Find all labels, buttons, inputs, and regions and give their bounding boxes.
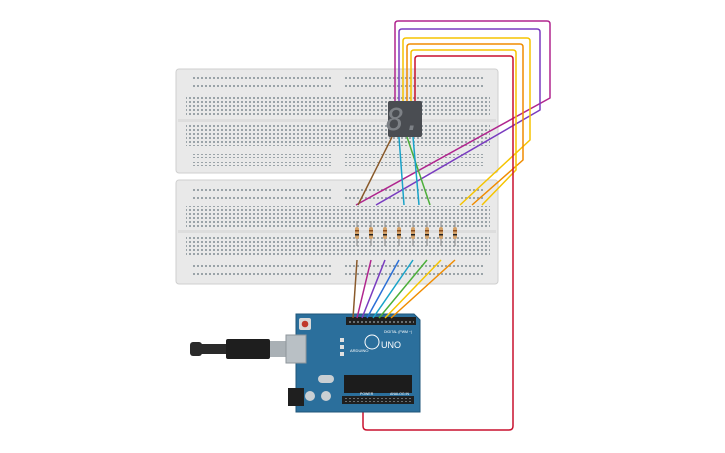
resistor-3 — [383, 221, 387, 246]
power-pins-label: POWER — [360, 392, 374, 396]
wire-magenta-low — [356, 259, 372, 319]
resistor-8 — [453, 221, 457, 246]
wires-resistor-to-arduino — [352, 259, 456, 319]
wire-brown-bottom — [357, 136, 393, 206]
resistor-5 — [411, 221, 415, 246]
breadboard-bottom — [175, 179, 499, 285]
resistor-2 — [369, 221, 373, 246]
arduino-brand-label: ARDUINO — [350, 348, 368, 353]
digital-pins-label: DIGITAL (PWM ~) — [384, 330, 412, 334]
wire-magenta-top — [355, 20, 551, 206]
wire-orange-low — [390, 259, 456, 319]
usb-cable — [190, 339, 296, 359]
wire-red-top — [362, 55, 514, 431]
wire-cyan-bottom-b — [412, 136, 420, 206]
resistor-6 — [425, 221, 429, 246]
wire-yellow-top-b — [410, 49, 517, 206]
seven-segment-display[interactable]: 8. — [386, 101, 422, 138]
wire-blue-low — [366, 259, 400, 319]
wire-purple-low — [361, 259, 386, 319]
wires-display-top — [355, 20, 551, 431]
wire-green-bottom — [406, 136, 431, 206]
resistor-4 — [397, 221, 401, 246]
wire-brown-low — [352, 259, 358, 319]
wire-orange-top — [406, 43, 524, 206]
wire-purple-top — [375, 28, 541, 206]
analog-pins-label: ANALOG IN — [390, 392, 410, 396]
breadboard-top — [175, 68, 499, 174]
arduino-uno-board[interactable]: UNO ARDUINO DIGITAL (PWM ~) POWER ANALOG… — [285, 313, 421, 413]
reset-button[interactable] — [301, 320, 309, 328]
wire-green-low — [378, 259, 428, 319]
wire-cyan-low — [372, 259, 414, 319]
wire-yellow-top-a — [402, 37, 531, 206]
display-digit: 8. — [386, 103, 422, 138]
resistor-row — [355, 221, 457, 246]
resistor-7 — [439, 221, 443, 246]
wires-display-bottom — [357, 136, 431, 206]
wire-cyan-bottom-a — [398, 136, 405, 206]
resistor-1 — [355, 221, 359, 246]
arduino-model-label: UNO — [381, 340, 401, 350]
wire-yellow-low — [384, 259, 442, 319]
